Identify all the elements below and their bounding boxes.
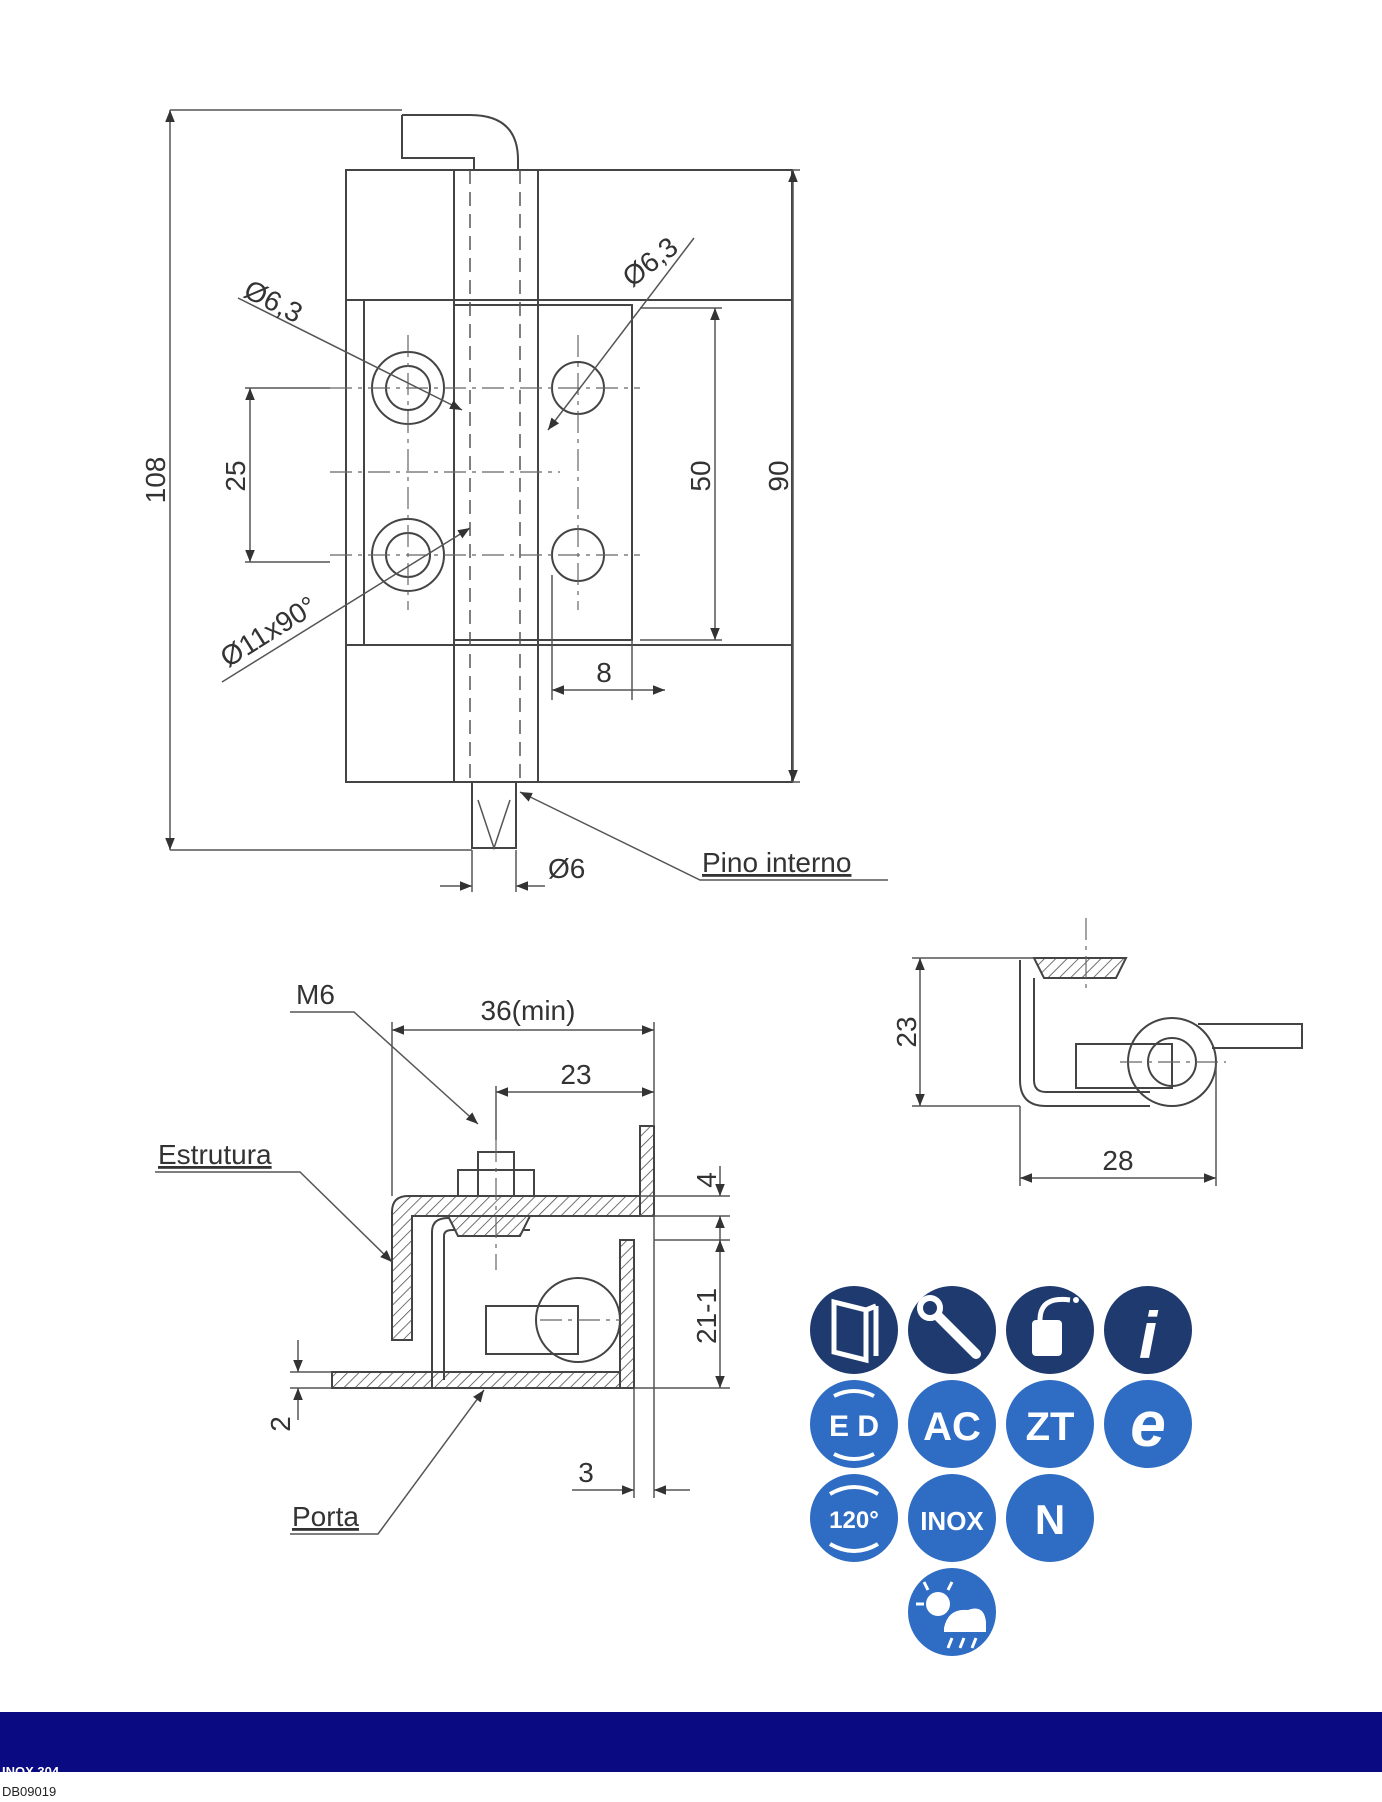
- dim-countersink: Ø11x90°: [215, 590, 322, 673]
- e-badge: e: [1104, 1380, 1192, 1468]
- wrench-icon: [908, 1286, 996, 1374]
- svg-text:INOX: INOX: [920, 1506, 984, 1536]
- svg-text:e: e: [1130, 1388, 1166, 1460]
- svg-text:i: i: [1139, 1298, 1159, 1372]
- weather-resistant-icon: [908, 1568, 996, 1656]
- left-right-icon: E D: [810, 1380, 898, 1468]
- inox-badge: INOX: [908, 1474, 996, 1562]
- dim-hole-right: Ø6,3: [617, 231, 684, 293]
- label-door: Porta: [292, 1501, 359, 1532]
- svg-text:E D: E D: [829, 1410, 879, 1443]
- side-dim-width: 28: [1102, 1145, 1133, 1176]
- dim-top-gap: 4: [691, 1172, 722, 1188]
- info-icon: i: [1104, 1286, 1192, 1374]
- n-badge: N: [1006, 1474, 1094, 1562]
- product-code: DB09019: [2, 1784, 57, 1799]
- dim-total-height: 108: [140, 457, 171, 504]
- ac-badge: AC: [908, 1380, 996, 1468]
- dim-pin: Ø6: [548, 853, 585, 884]
- label-pin: Pino interno: [702, 847, 851, 878]
- svg-text:120°: 120°: [829, 1507, 879, 1534]
- dim-height: 21-1: [691, 1288, 722, 1344]
- material-label: INOX 304: [2, 1764, 60, 1779]
- side-dim-height: 23: [891, 1016, 922, 1047]
- technical-drawing: 108 90 25 50 8 Ø6,3 Ø6,3 Ø11x90°: [140, 109, 1303, 1656]
- dim-door-thickness: 2: [265, 1416, 296, 1432]
- label-structure: Estrutura: [158, 1139, 272, 1170]
- dim-width-min: 36(min): [481, 995, 576, 1026]
- front-view: 108 90 25 50 8 Ø6,3 Ø6,3 Ø11x90°: [140, 109, 888, 892]
- oiler-icon: [1006, 1286, 1094, 1374]
- svg-text:ZT: ZT: [1026, 1405, 1075, 1449]
- dim-side-gap: 3: [578, 1457, 594, 1488]
- footer-bar: [0, 1712, 1382, 1772]
- svg-text:AC: AC: [923, 1405, 981, 1449]
- dim-body-height: 90: [763, 460, 794, 491]
- angle-120-icon: 120°: [810, 1474, 898, 1562]
- dim-hole-spacing-left: 25: [220, 460, 251, 491]
- side-view: 23 28: [891, 918, 1303, 1186]
- svg-text:N: N: [1035, 1496, 1065, 1543]
- dim-bolt-offset: 23: [560, 1059, 591, 1090]
- section-view: 36(min) 23 M6 Estrutura 4 21-1 2 3: [155, 979, 730, 1535]
- door-icon: [810, 1286, 898, 1374]
- label-bolt: M6: [296, 979, 335, 1010]
- dim-hole-spacing-right: 50: [685, 460, 716, 491]
- zt-badge: ZT: [1006, 1380, 1094, 1468]
- dim-hole-offset: 8: [596, 657, 612, 688]
- feature-badges: i E D AC ZT e 120° INOX: [810, 1286, 1192, 1656]
- dim-hole-left: Ø6,3: [239, 274, 307, 329]
- footer: INOX 304 DB09019: [0, 1712, 1382, 1802]
